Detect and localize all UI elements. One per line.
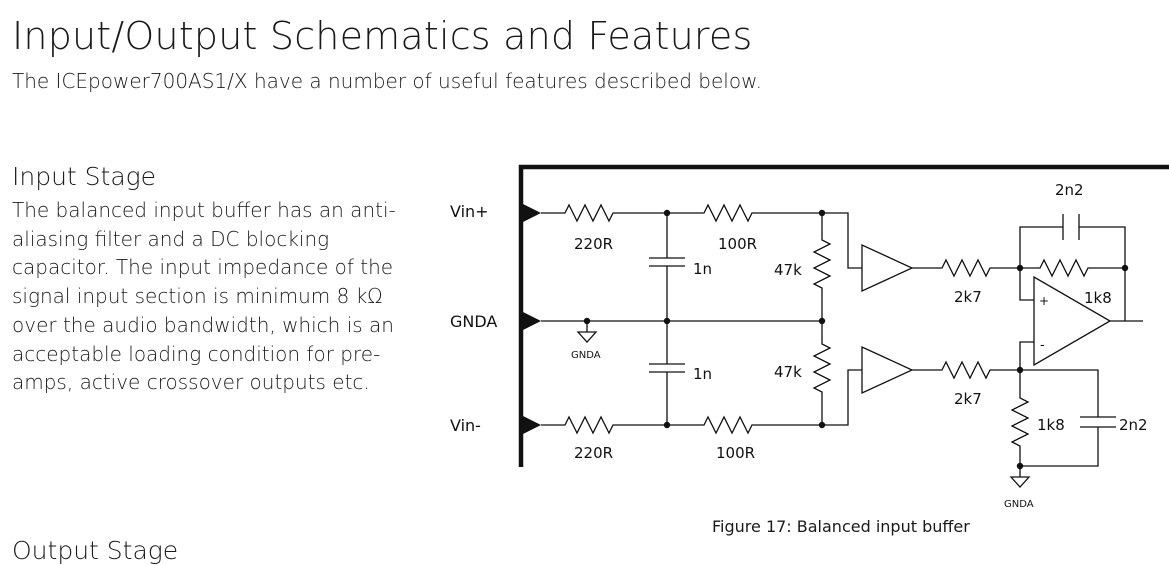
opamp-minus-sign: - — [1040, 338, 1045, 353]
figure-caption: Figure 17: Balanced input buffer — [712, 517, 970, 536]
label-1n-bottom: 1n — [693, 365, 712, 383]
label-2k7-bottom: 2k7 — [954, 390, 982, 408]
label-47k-bottom: 47k — [774, 363, 802, 381]
vin-plus-wire — [541, 203, 822, 223]
body-line: The balanced input buffer has an anti- — [12, 198, 396, 222]
label-2k7-top: 2k7 — [954, 288, 982, 306]
label-gnda-output: GNDA — [1004, 499, 1034, 510]
board-edge — [518, 164, 1169, 467]
opamp-plus-wire — [1019, 268, 1034, 301]
section-body: The balanced input buffer has an anti- a… — [12, 196, 432, 397]
section-heading: Input Stage — [12, 162, 157, 191]
ground-leg-cap-2n2 — [1080, 416, 1116, 428]
buffer-bottom-wire — [822, 369, 862, 426]
opamp-minus-wire — [1019, 341, 1034, 370]
body-line: amps, active crossover outputs etc. — [12, 370, 370, 395]
ground-leg-dot — [1016, 462, 1024, 470]
junction-dots — [583, 209, 1129, 429]
label-1k8-feedback: 1k8 — [1084, 289, 1112, 307]
pin-label-vin-plus: Vin+ — [450, 202, 489, 221]
feedback-cap-wire — [1019, 226, 1126, 268]
label-gnda-inner: GNDA — [571, 350, 601, 361]
body-line: acceptable loading condition for pre- — [12, 341, 381, 366]
vin-minus-pin — [521, 415, 541, 435]
ground-leg-res-1k8 — [1010, 370, 1030, 477]
label-1k8-ground: 1k8 — [1037, 416, 1065, 434]
vin-plus-pin — [521, 203, 541, 223]
gnda-pin — [521, 311, 541, 331]
pin-label-vin-minus: Vin- — [450, 416, 481, 435]
pin-label-gnda: GNDA — [450, 312, 497, 331]
balanced-input-schematic: Vin+ GNDA Vin- 220R 100R 1n 47k GNDA 1n … — [450, 164, 1169, 510]
shunt-res-bottom — [812, 321, 832, 425]
res-2k7-bottom — [912, 360, 1020, 380]
body-line: aliasing filter and a DC blocking — [12, 226, 330, 251]
body-line: signal input section is minimum 8 kΩ — [12, 284, 383, 309]
buffer-bottom — [861, 345, 914, 395]
body-line: over the audio bandwidth, which is an — [12, 312, 394, 337]
opamp — [1033, 275, 1112, 367]
res-2k7-top — [912, 258, 1020, 278]
feedback-cap-2n2 — [1062, 214, 1080, 240]
ground-leg-cap-wire — [1020, 369, 1099, 467]
label-2n2-feedback: 2n2 — [1055, 181, 1084, 199]
label-100r-top: 100R — [718, 235, 757, 253]
feedback-res-1k8 — [1020, 258, 1126, 321]
buffer-top-wire — [822, 212, 862, 269]
ground-icon — [1009, 476, 1031, 488]
label-220r-bottom: 220R — [574, 444, 613, 462]
label-100r-bottom: 100R — [716, 444, 755, 462]
label-220r-top: 220R — [574, 235, 613, 253]
label-47k-top: 47k — [774, 261, 802, 279]
intro-text: The ICEpower700AS1/X have a number of us… — [12, 69, 762, 93]
page-title: Input/Output Schematics and Features — [12, 14, 753, 58]
body-line: capacitor. The input impedance of the — [12, 255, 394, 280]
vin-minus-wire — [541, 415, 822, 435]
label-1n-top: 1n — [693, 260, 712, 278]
opamp-plus-sign: + — [1039, 294, 1049, 308]
buffer-top — [861, 243, 914, 293]
cap-bottom — [649, 321, 685, 425]
label-2n2-ground: 2n2 — [1119, 416, 1148, 434]
shunt-res-top — [812, 213, 832, 321]
cap-top — [649, 213, 685, 321]
